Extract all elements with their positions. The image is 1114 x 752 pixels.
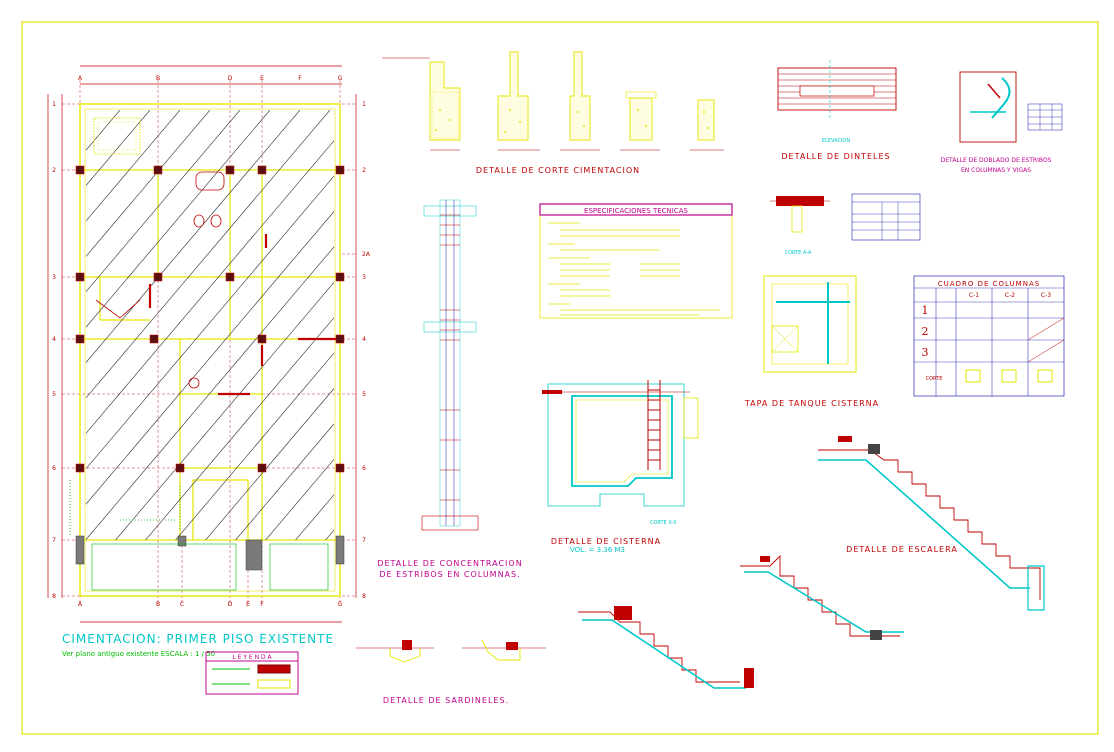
lintel-table (851, 193, 921, 241)
axis-bottom-d: D (228, 601, 233, 608)
cistern-detail: CORTE X-X DETALLE DE CISTERNA VOL. = 3.3… (542, 380, 699, 554)
detail-curb-label: DETALLE DE SARDINELES. (383, 696, 509, 705)
axis-left-1: 1 (52, 101, 56, 108)
axis-top-g: G (338, 75, 343, 82)
stirrup-concentration-detail: DETALLE DE CONCENTRACION DE ESTRIBOS EN … (377, 199, 522, 579)
col-row-1: 1 (922, 304, 929, 317)
corte-xx-label: CORTE X-X (650, 520, 677, 526)
axis-right-6: 6 (362, 465, 366, 472)
axis-right-3: 3 (362, 274, 366, 281)
axis-right-1: 1 (362, 101, 366, 108)
col-head-c1: C-1 (969, 292, 979, 299)
axis-bottom-f: F (260, 601, 264, 608)
axis-bottom-b: B (156, 601, 160, 608)
detail-stirrup-label-1: DETALLE DE DOBLADO DE ESTRIBOS (941, 157, 1052, 164)
footing-sections: DETALLE DE CORTE CIMENTACION (382, 51, 724, 175)
axis-right-8: 8 (362, 593, 366, 600)
axis-left-7: 7 (52, 537, 56, 544)
col-row-2: 2 (922, 325, 929, 338)
corte-aa-label: CORTE A-A (785, 250, 812, 256)
detail-stirrup-label-2: EN COLUMNAS Y VIGAS (961, 167, 1031, 174)
cistern-volume: VOL. = 3.36 M3 (570, 546, 625, 554)
axis-left-5: 5 (52, 391, 56, 398)
columns-schedule: CUADRO DE COLUMNAS C-1 C-2 C-3 1 2 3 COR… (913, 275, 1065, 397)
detail-stair-label: DETALLE DE ESCALERA (846, 545, 958, 554)
col-row-3: 3 (922, 346, 929, 359)
foundation-plan: A B D E F G A B C D E F G 1 2 3 4 5 6 7 … (47, 65, 371, 623)
tank-cover-detail: TAPA DE TANQUE CISTERNA (744, 275, 879, 408)
specs-title: ESPECIFICACIONES TECNICAS (584, 207, 688, 215)
detail-concentration-label-1: DETALLE DE CONCENTRACION (377, 559, 522, 568)
axis-left-6: 6 (52, 465, 56, 472)
technical-specs: ESPECIFICACIONES TECNICAS (539, 203, 733, 319)
curb-detail: DETALLE DE SARDINELES. (356, 639, 546, 705)
section-a-a: CORTE A-A (770, 196, 830, 256)
legend-box: L E Y E N D A (205, 651, 299, 695)
axis-bottom-c: C (180, 601, 184, 608)
axis-left-8: 8 (52, 593, 56, 600)
plan-title: CIMENTACION: PRIMER PISO EXISTENTE (62, 632, 334, 646)
col-head-c3: C-3 (1041, 292, 1051, 299)
col-corte-label: CORTE (926, 376, 943, 382)
detail-lintel-label: DETALLE DE DINTELES (781, 152, 890, 161)
axis-right-5: 5 (362, 391, 366, 398)
detail-concentration-label-2: DE ESTRIBOS EN COLUMNAS. (379, 570, 520, 579)
axis-right-4: 4 (362, 336, 366, 343)
stair-detail: DETALLE DE ESCALERA (578, 436, 1045, 689)
axis-bottom-a: A (78, 601, 83, 608)
stirrup-bending-detail: DETALLE DE DOBLADO DE ESTRIBOS EN COLUMN… (941, 71, 1063, 174)
legend-title: L E Y E N D A (232, 654, 272, 661)
axis-right-2: 2 (362, 167, 366, 174)
detail-tank-cover-label: TAPA DE TANQUE CISTERNA (744, 399, 879, 408)
axis-top-f: F (298, 75, 302, 82)
axis-left-3: 3 (52, 274, 56, 281)
detail-footing-label: DETALLE DE CORTE CIMENTACION (476, 166, 640, 175)
axis-top-e: E (260, 75, 264, 82)
axis-bottom-g: G (338, 601, 343, 608)
axis-left-2: 2 (52, 167, 56, 174)
axis-top-d: D (228, 75, 233, 82)
lintel-detail: ELEVACION DETALLE DE DINTELES (777, 60, 897, 161)
col-head-c2: C-2 (1005, 292, 1015, 299)
axis-right-2a: 2A (362, 251, 371, 258)
axis-right-7: 7 (362, 537, 366, 544)
elevation-label: ELEVACION (822, 138, 850, 144)
axis-left-4: 4 (52, 336, 56, 343)
detail-cistern-label: DETALLE DE CISTERNA (551, 537, 661, 546)
plan-subtitle: Ver plano antiguo existente ESCALA : 1 /… (62, 650, 215, 658)
axis-bottom-e: E (246, 601, 250, 608)
columns-table-title: CUADRO DE COLUMNAS (938, 280, 1040, 288)
axis-top-a: A (78, 75, 83, 82)
axis-top-b: B (156, 75, 160, 82)
